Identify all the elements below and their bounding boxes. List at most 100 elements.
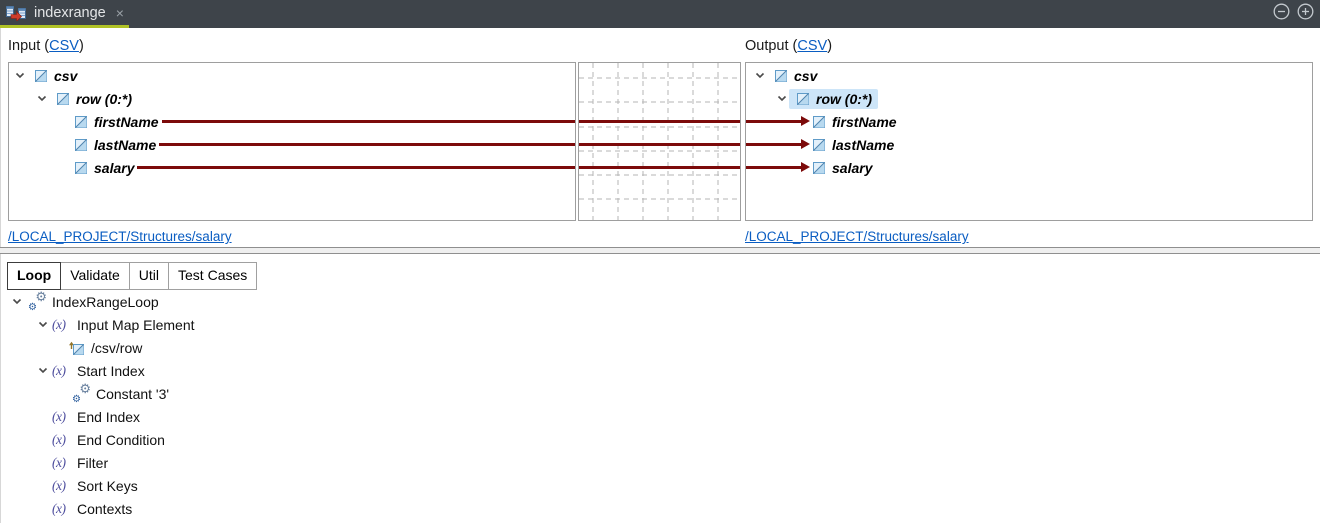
- tree-item-csv-row-path[interactable]: /csv/row: [0, 336, 1320, 359]
- collapse-circle-icon[interactable]: [1273, 3, 1290, 20]
- input-label-close: ): [78, 38, 84, 54]
- input-structure-link[interactable]: /LOCAL_PROJECT/Structures/salary: [8, 229, 232, 244]
- horizontal-splitter[interactable]: [0, 247, 1320, 254]
- node-label: lastName: [832, 136, 895, 153]
- output-structure-link[interactable]: /LOCAL_PROJECT/Structures/salary: [745, 229, 969, 244]
- tree-item-label: Input Map Element: [77, 316, 195, 333]
- tree-item-indexrangeloop[interactable]: ⚙⚙ IndexRangeLoop: [0, 289, 1320, 313]
- tree-item-filter[interactable]: (x) Filter: [0, 451, 1320, 474]
- function-icon: (x): [52, 477, 66, 493]
- tree-item-label: Sort Keys: [77, 477, 138, 494]
- tree-item-label: End Condition: [77, 431, 165, 448]
- output-label-text: Output (: [745, 38, 798, 54]
- function-icon: (x): [52, 431, 66, 447]
- tab-loop[interactable]: Loop: [7, 262, 62, 290]
- node-label: firstName: [832, 113, 897, 130]
- output-node-firstname[interactable]: firstName: [746, 110, 1312, 133]
- output-structure-panel: csv row (0:*) firstName lastName salary: [745, 62, 1313, 221]
- mapping-arrow: [746, 162, 812, 173]
- input-structure-panel: csv row (0:*) firstName lastName salary: [8, 62, 576, 221]
- chevron-down-icon[interactable]: [36, 367, 50, 374]
- input-label-text: Input (: [8, 38, 50, 54]
- element-icon: [813, 115, 825, 128]
- output-node-csv[interactable]: csv: [746, 64, 1312, 87]
- node-label: salary: [832, 159, 873, 176]
- tab-test-cases[interactable]: Test Cases: [168, 262, 258, 290]
- mapping-line: [579, 120, 740, 123]
- content-left-border: [0, 28, 1, 523]
- node-label: csv: [54, 67, 78, 84]
- tree-item-label: /csv/row: [91, 339, 143, 356]
- node-label: lastName: [94, 136, 157, 153]
- expand-circle-icon[interactable]: [1297, 3, 1314, 20]
- tree-item-start-index[interactable]: (x) Start Index: [0, 359, 1320, 382]
- output-node-lastname[interactable]: lastName: [746, 133, 1312, 156]
- tab-validate[interactable]: Validate: [60, 262, 130, 290]
- input-node-salary[interactable]: salary: [9, 156, 575, 179]
- function-icon: (x): [52, 362, 66, 378]
- function-icon: (x): [52, 408, 66, 424]
- mapping-icon: [6, 5, 26, 21]
- input-section-label: Input (CSV): [8, 38, 84, 54]
- output-node-row-selected[interactable]: row (0:*): [746, 87, 1312, 110]
- mapping-canvas[interactable]: [578, 62, 741, 221]
- chevron-down-icon[interactable]: [36, 321, 50, 328]
- input-node-csv[interactable]: csv: [9, 64, 575, 87]
- gears-icon: ⚙⚙: [28, 289, 47, 313]
- mapping-line: [579, 166, 740, 169]
- mapping-arrow: [746, 116, 812, 127]
- editor-tab-indexrange[interactable]: indexrange ×: [0, 0, 134, 25]
- mapping-line: [137, 166, 575, 169]
- tree-item-label: Constant '3': [96, 385, 170, 402]
- tree-item-input-map-element[interactable]: (x) Input Map Element: [0, 313, 1320, 336]
- bottom-tab-strip: Loop Validate Util Test Cases: [7, 262, 258, 290]
- element-icon: [813, 161, 825, 174]
- tree-item-label: Start Index: [77, 362, 145, 379]
- node-label: salary: [94, 159, 135, 176]
- mapping-line: [579, 143, 740, 146]
- element-icon: [75, 138, 87, 151]
- tree-item-end-condition[interactable]: (x) End Condition: [0, 428, 1320, 451]
- chevron-down-icon[interactable]: [753, 72, 767, 79]
- tree-item-label: End Index: [77, 408, 141, 425]
- element-icon: [75, 115, 87, 128]
- editor-tab-title: indexrange: [34, 4, 106, 21]
- mapping-line: [159, 143, 575, 146]
- function-icon: (x): [52, 454, 66, 470]
- mapping-arrow: [746, 139, 812, 150]
- input-node-firstname[interactable]: firstName: [9, 110, 575, 133]
- input-node-lastname[interactable]: lastName: [9, 133, 575, 156]
- element-icon: [35, 69, 47, 82]
- tree-item-label: Contexts: [77, 500, 133, 517]
- tree-item-contexts[interactable]: (x) Contexts: [0, 497, 1320, 520]
- input-node-row[interactable]: row (0:*): [9, 87, 575, 110]
- element-reference-icon: [68, 341, 85, 355]
- function-icon: (x): [52, 316, 66, 332]
- output-section-label: Output (CSV): [745, 38, 832, 54]
- element-icon: [797, 92, 809, 105]
- tab-util[interactable]: Util: [128, 262, 170, 290]
- chevron-down-icon[interactable]: [775, 95, 789, 102]
- output-format-link[interactable]: CSV: [797, 38, 828, 54]
- loop-config-tree: ⚙⚙ IndexRangeLoop (x) Input Map Element …: [0, 289, 1320, 520]
- tree-item-end-index[interactable]: (x) End Index: [0, 405, 1320, 428]
- element-icon: [57, 92, 69, 105]
- function-icon: (x): [52, 500, 66, 516]
- input-format-link[interactable]: CSV: [49, 38, 79, 54]
- node-label: csv: [794, 67, 818, 84]
- tree-item-constant-3[interactable]: ⚙⚙ Constant '3': [0, 381, 1320, 405]
- output-node-salary[interactable]: salary: [746, 156, 1312, 179]
- chevron-down-icon[interactable]: [35, 95, 49, 102]
- tree-item-label: Filter: [77, 454, 109, 471]
- close-icon[interactable]: ×: [115, 4, 124, 21]
- chevron-down-icon[interactable]: [10, 298, 24, 305]
- node-label: row (0:*): [76, 90, 132, 107]
- node-label: firstName: [94, 113, 159, 130]
- selection-highlight: row (0:*): [789, 88, 878, 109]
- tree-item-label: IndexRangeLoop: [52, 293, 159, 310]
- mapping-line: [161, 120, 575, 123]
- output-label-close: ): [827, 38, 833, 54]
- tree-item-sort-keys[interactable]: (x) Sort Keys: [0, 474, 1320, 497]
- chevron-down-icon[interactable]: [13, 72, 27, 79]
- gears-icon: ⚙⚙: [72, 381, 91, 405]
